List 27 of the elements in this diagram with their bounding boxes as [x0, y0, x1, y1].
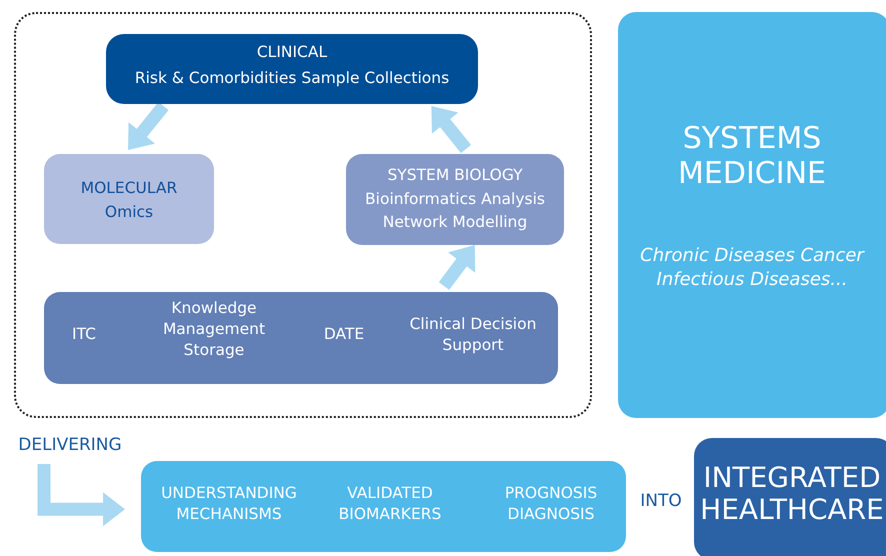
delivering-label: DELIVERING: [17, 434, 123, 457]
outcome-item: UNDERSTANDING MECHANISMS: [160, 483, 298, 525]
result-heading: INTEGRATED HEALTHCARE: [699, 462, 885, 526]
outcome-item: PROGNOSIS DIAGNOSIS: [504, 483, 598, 525]
infrastructure-bar: [44, 292, 558, 384]
outcomes-bar: [141, 461, 626, 552]
dotted-group-frame: [14, 12, 592, 418]
disease-list: Chronic Diseases Cancer Infectious Diseases...: [618, 244, 886, 293]
bar-item: Clinical Decision Support: [408, 314, 538, 356]
clinical-heading: CLINICAL: [256, 42, 328, 63]
process-box: [44, 154, 214, 244]
result-box: [694, 438, 886, 556]
molecular-description: Omics: [104, 202, 154, 223]
highlight-panel: [618, 12, 886, 418]
process-box: [106, 34, 478, 104]
bar-item: ITC: [71, 324, 97, 345]
system-biology-line: Network Modelling: [382, 212, 528, 233]
outcome-item: VALIDATED BIOMARKERS: [338, 483, 442, 525]
panel-heading: SYSTEMS MEDICINE: [677, 122, 827, 191]
molecular-heading: MOLECULAR: [80, 178, 178, 199]
bar-item: DATE: [322, 324, 366, 345]
process-box: [346, 154, 564, 245]
bar-item: Knowledge Management Storage: [162, 298, 266, 361]
system-biology-heading: SYSTEM BIOLOGY: [386, 165, 524, 186]
clinical-description: Risk & Comorbidities Sample Collections: [134, 68, 450, 89]
connector-word: INTO: [639, 490, 683, 513]
system-biology-line: Bioinformatics Analysis: [364, 189, 546, 210]
